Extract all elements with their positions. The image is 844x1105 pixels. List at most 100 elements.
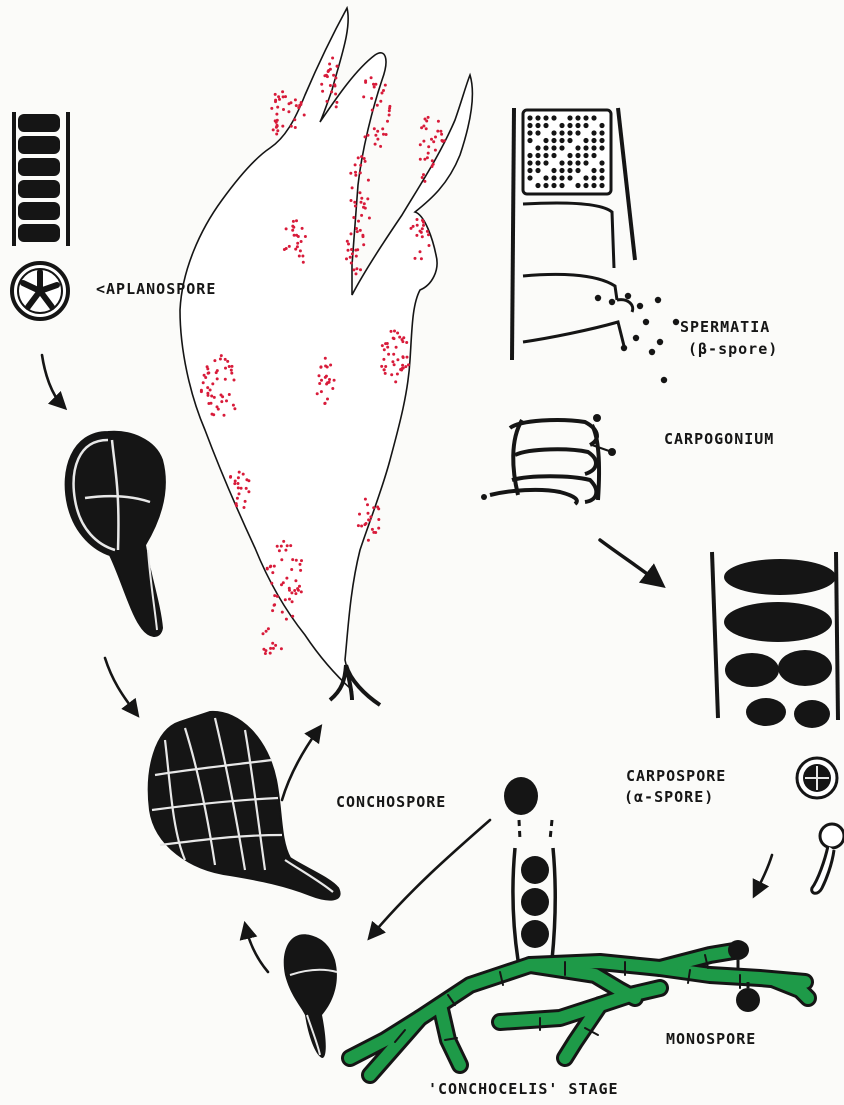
spore-dot (278, 98, 281, 101)
spore-dot (333, 379, 336, 382)
spore-dot (420, 231, 423, 234)
spore-dot (271, 571, 274, 574)
spore-dot (242, 473, 245, 476)
spore-dot (226, 360, 229, 363)
carpospore-cell (797, 758, 837, 798)
spore-dot (202, 381, 205, 384)
spore-dot (356, 230, 359, 233)
spermatangium-dot (527, 138, 532, 143)
spore-dot (285, 618, 288, 621)
spore-dot (422, 224, 425, 227)
spore-dot (287, 110, 290, 113)
spore-dot (276, 106, 279, 109)
aplanospore-filament (14, 112, 68, 246)
spore-dot (228, 393, 231, 396)
spore-dot (384, 84, 387, 87)
spore-dot (367, 134, 370, 137)
spore-dot (280, 583, 283, 586)
spore-dot (360, 201, 363, 204)
spore-dot (365, 522, 368, 525)
spore-dot (275, 133, 278, 136)
spore-dot (284, 598, 287, 601)
spore-dot (347, 249, 350, 252)
spore-dot (393, 363, 396, 366)
aplanospore-cell (12, 263, 68, 319)
spore-dot (329, 364, 332, 367)
spore-dot (423, 158, 426, 161)
spore-dot (425, 127, 428, 130)
carpospore-filament (712, 552, 838, 728)
spore-dot (223, 414, 226, 417)
spore-dot (271, 642, 274, 645)
spore-dot (206, 367, 209, 370)
spore-dot (419, 143, 422, 146)
spore-dot (432, 140, 435, 143)
spore-dot (419, 250, 422, 253)
spermatangium-dot (551, 138, 556, 143)
spore-dot (426, 230, 429, 233)
spermatangium-dot (543, 183, 548, 188)
spore-dot (291, 600, 294, 603)
spore-dot (349, 172, 352, 175)
spermatangium-dot (575, 168, 580, 173)
spermatangium-dot (575, 145, 580, 150)
spore-dot (318, 374, 321, 377)
spore-dot (272, 128, 275, 131)
spore-dot (273, 604, 276, 607)
spore-dot (385, 133, 388, 136)
spore-dot (376, 138, 379, 141)
spore-dot (320, 83, 323, 86)
spore-dot (421, 227, 424, 230)
spore-dot (359, 164, 362, 167)
spermatangium-dot (583, 160, 588, 165)
spore-dot (247, 490, 250, 493)
spore-dot (291, 225, 294, 228)
spore-dot (220, 400, 223, 403)
spore-dot (269, 647, 272, 650)
spermatangium-dot (551, 153, 556, 158)
arrow-conchospore-to-sporeling (372, 820, 490, 935)
spermatangium-dot (559, 123, 564, 128)
sporeling-1 (66, 432, 165, 636)
spermatangium-dot (543, 123, 548, 128)
spermatangium-dot (583, 115, 588, 120)
arrow-to-thallus (282, 730, 318, 800)
spore-dot (382, 133, 385, 136)
spore-dot (230, 372, 233, 375)
spore-dot (439, 130, 442, 133)
spermatangium-dot (551, 168, 556, 173)
spore-dot (296, 245, 299, 248)
spore-dot (336, 65, 339, 68)
spore-dot (379, 145, 382, 148)
label-aplanospore: <APLANOSPORE (96, 280, 216, 298)
spermatangium-dot (591, 183, 596, 188)
spermatangium-dot (543, 153, 548, 158)
conchosporangia-chain (513, 820, 555, 960)
spore-dot (294, 592, 297, 595)
spore-dot (399, 368, 402, 371)
arrow-carpogonium-to-carpospore (600, 540, 658, 582)
spore-dot (299, 249, 302, 252)
spore-dot (238, 471, 241, 474)
spore-dot (243, 506, 246, 509)
spore-dot (320, 390, 323, 393)
spore-dot (368, 217, 371, 220)
spermatangium-dot (527, 115, 532, 120)
spore-dot (377, 527, 380, 530)
spore-dot (296, 587, 299, 590)
spore-dot (412, 225, 415, 228)
spore-dot (364, 160, 367, 163)
spore-dot (291, 615, 294, 618)
spore-dot (326, 398, 329, 401)
spore-dot (423, 180, 426, 183)
spore-dot (204, 376, 207, 379)
spermatangium-dot (551, 175, 556, 180)
spore-dot (297, 106, 300, 109)
spore-dot (331, 387, 334, 390)
spore-dot (396, 373, 399, 376)
spore-dot (402, 356, 405, 359)
spore-dot (301, 227, 304, 230)
spore-dot (272, 647, 275, 650)
spore-dot (269, 652, 272, 655)
spore-dot (328, 63, 331, 66)
